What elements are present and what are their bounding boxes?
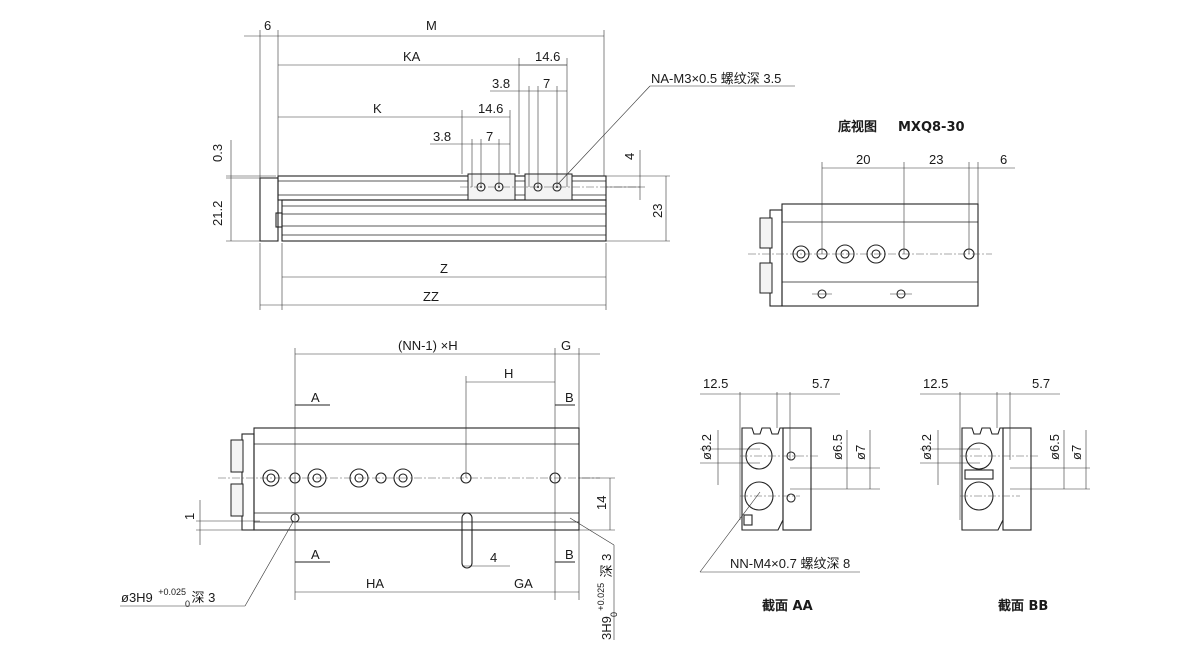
pin-hole-callout-left: ø3H9 +0.025 深 3 xyxy=(121,582,215,606)
dim-12-5: 12.5 xyxy=(703,376,728,391)
side-view: (NN-1) ×H G H A B A B 14 1 4 HA GA ø3H9 … xyxy=(120,338,619,640)
dim-K: K xyxy=(373,101,382,116)
dim-14-6-upper: 14.6 xyxy=(535,49,560,64)
dim-1: 1 xyxy=(182,513,197,520)
thread-callout-nn: NN-M4×0.7 螺纹深 8 xyxy=(730,556,850,571)
dim-ZZ: ZZ xyxy=(423,289,439,304)
section-bb-title: 截面 BB xyxy=(998,598,1048,614)
section-bb-body xyxy=(1002,427,1032,531)
dim-d3-2: ø3.2 xyxy=(699,434,714,460)
section-aa: 12.5 5.7 ø3.2 ø6.5 ø7 NN-M4×0.7 螺纹深 8 截面… xyxy=(699,376,880,614)
dim-7-lower: 7 xyxy=(486,129,493,144)
dim-d3-2: ø3.2 xyxy=(919,434,934,460)
dim-nn-h: (NN-1) ×H xyxy=(398,338,458,353)
section-marker-b-top: B xyxy=(565,390,574,405)
section-bb-table xyxy=(961,427,1004,531)
dim-12-5: 12.5 xyxy=(923,376,948,391)
thread-callout: NA-M3×0.5 螺纹深 3.5 xyxy=(651,71,781,86)
dim-GA: GA xyxy=(514,576,533,591)
section-marker-a-top: A xyxy=(311,390,320,405)
section-marker-a-bottom: A xyxy=(311,547,320,562)
pin-hole-tol-left: 0 xyxy=(185,599,190,609)
top-view: 6 M KA 14.6 3.8 7 K 14.6 3.8 7 NA-M3×0.5… xyxy=(210,18,795,310)
pin-hole-callout-right: 3H9 +0.025 深 3 0 xyxy=(591,554,619,640)
section-bb: 12.5 5.7 ø3.2 ø6.5 ø7 截面 BB xyxy=(919,376,1090,614)
dim-20: 20 xyxy=(856,152,870,167)
section-aa-title: 截面 AA xyxy=(762,598,813,614)
dim-3-8-upper: 3.8 xyxy=(492,76,510,91)
dim-d6-5: ø6.5 xyxy=(1047,434,1062,460)
section-aa-table xyxy=(741,427,784,531)
dim-3-8-lower: 3.8 xyxy=(433,129,451,144)
dim-Z: Z xyxy=(440,261,448,276)
mount-hole xyxy=(375,472,387,484)
dim-14-6-lower: 14.6 xyxy=(478,101,503,116)
dim-4: 4 xyxy=(490,550,497,565)
dim-d6-5: ø6.5 xyxy=(830,434,845,460)
bottom-view-title: 底视图 xyxy=(838,119,877,135)
dim-7-upper: 7 xyxy=(543,76,550,91)
dim-4: 4 xyxy=(622,153,637,160)
bottom-view: 底视图 MXQ8-30 20 23 6 xyxy=(748,119,1015,307)
dim-6: 6 xyxy=(264,18,271,33)
dim-KA: KA xyxy=(403,49,421,64)
dim-d7: ø7 xyxy=(1069,445,1084,460)
svg-text:0: 0 xyxy=(609,612,619,617)
svg-text:3H9 +0.025 深 3: 3H9 +0.025 深 3 xyxy=(591,554,615,640)
dim-23: 23 xyxy=(650,204,665,218)
dim-5-7: 5.7 xyxy=(812,376,830,391)
dim-0-3: 0.3 xyxy=(210,144,225,162)
bottom-view-model: MXQ8-30 xyxy=(898,120,965,135)
dim-H: H xyxy=(504,366,513,381)
end-plate xyxy=(259,177,279,242)
dim-M: M xyxy=(426,18,437,33)
dim-6: 6 xyxy=(1000,152,1007,167)
section-aa-body xyxy=(782,427,812,531)
dim-5-7: 5.7 xyxy=(1032,376,1050,391)
dim-14: 14 xyxy=(594,496,609,510)
dim-23: 23 xyxy=(929,152,943,167)
section-marker-b-bottom: B xyxy=(565,547,574,562)
dim-G: G xyxy=(561,338,571,353)
dim-d7: ø7 xyxy=(853,445,868,460)
pin-slot xyxy=(461,512,473,569)
dim-21-2: 21.2 xyxy=(210,201,225,226)
side-body xyxy=(253,427,580,531)
dim-HA: HA xyxy=(366,576,384,591)
